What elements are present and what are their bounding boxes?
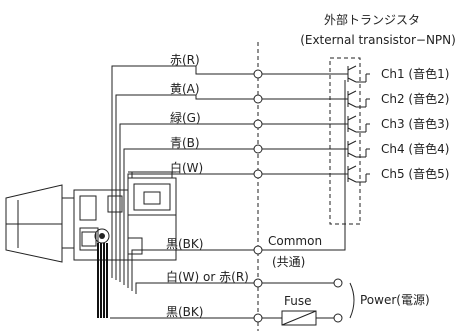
channel-label-4: Ch4 (音色4) <box>381 141 449 156</box>
cable-bundle <box>97 243 108 318</box>
external-transistor-title: 外部トランジスタ <box>324 12 420 27</box>
wire-label-black-common: 黒(BK) <box>166 237 203 251</box>
wire-label-power-negative: 黒(BK) <box>166 305 203 319</box>
transistor-icon <box>345 165 370 183</box>
external-transistor-subtitle: (External transistor−NPN) <box>300 33 456 47</box>
horn-speaker-device <box>5 171 177 263</box>
wire-label-red: 赤(R) <box>170 53 200 67</box>
channel-label-3: Ch3 (音色3) <box>381 116 449 131</box>
fuse-label: Fuse <box>284 294 312 308</box>
transistor-icon <box>345 65 370 83</box>
wire-lines <box>110 65 258 319</box>
common-label: Common <box>268 234 322 248</box>
transistor-icon-group <box>345 65 370 183</box>
power-label: Power(電源) <box>360 293 430 307</box>
wire-label-blue: 青(B) <box>170 136 200 150</box>
channel-label-1: Ch1 (音色1) <box>381 66 449 81</box>
channel-label-2: Ch2 (音色2) <box>381 91 449 106</box>
common-sub-label: (共通) <box>272 255 305 269</box>
transistor-icon <box>345 90 370 108</box>
transistor-icon <box>345 140 370 158</box>
external-transistor-box <box>329 57 361 225</box>
wire-label-yellow: 黄(A) <box>170 82 200 96</box>
wire-label-white: 白(W) <box>170 160 203 175</box>
transistor-icon <box>345 115 370 133</box>
transistor-feed-lines <box>262 73 346 251</box>
wire-label-green: 緑(G) <box>170 110 201 125</box>
wire-label-power-positive: 白(W) or 赤(R) <box>166 269 249 284</box>
power-terminals <box>262 278 355 323</box>
fuse-symbol <box>262 310 334 326</box>
terminals <box>253 69 263 323</box>
channel-label-5: Ch5 (音色5) <box>381 166 449 181</box>
